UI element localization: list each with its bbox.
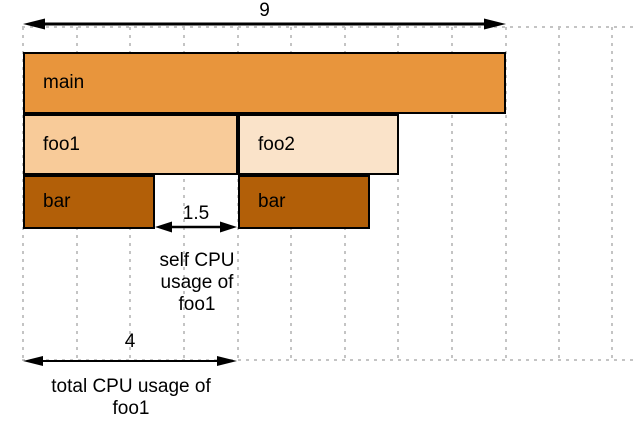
foo1-self-caption: self CPU usage of foo1 (159, 250, 235, 315)
frame-bar-left-label: bar (43, 191, 71, 212)
foo1-total-arrow (23, 356, 237, 366)
grid-line-horizontal-top (22, 26, 633, 28)
foo1-self-arrow (155, 221, 237, 233)
foo1-total-caption: total CPU usage of foo1 (51, 376, 211, 419)
grid-line-vertical (558, 27, 560, 360)
grid-line-vertical (611, 27, 613, 360)
frame-main-label: main (43, 72, 85, 93)
frame-main: main (23, 52, 506, 114)
main-total-arrow (23, 18, 506, 30)
grid-line-horizontal-bottom (22, 359, 633, 361)
grid-line-vertical (183, 27, 185, 360)
main-total-value: 9 (259, 0, 270, 21)
foo1-total-value: 4 (124, 331, 136, 352)
frame-foo2-label: foo2 (258, 133, 295, 155)
frame-foo1-label: foo1 (43, 133, 80, 155)
frame-foo2: foo2 (238, 114, 399, 175)
grid-line-vertical (451, 27, 453, 360)
grid-line-vertical (505, 27, 507, 360)
frame-bar-right: bar (238, 175, 370, 229)
frame-foo1: foo1 (23, 114, 238, 175)
foo1-self-value: 1.5 (182, 203, 210, 224)
grid-line-vertical (397, 27, 399, 360)
frame-bar-left: bar (23, 175, 155, 229)
frame-bar-right-label: bar (258, 191, 286, 212)
